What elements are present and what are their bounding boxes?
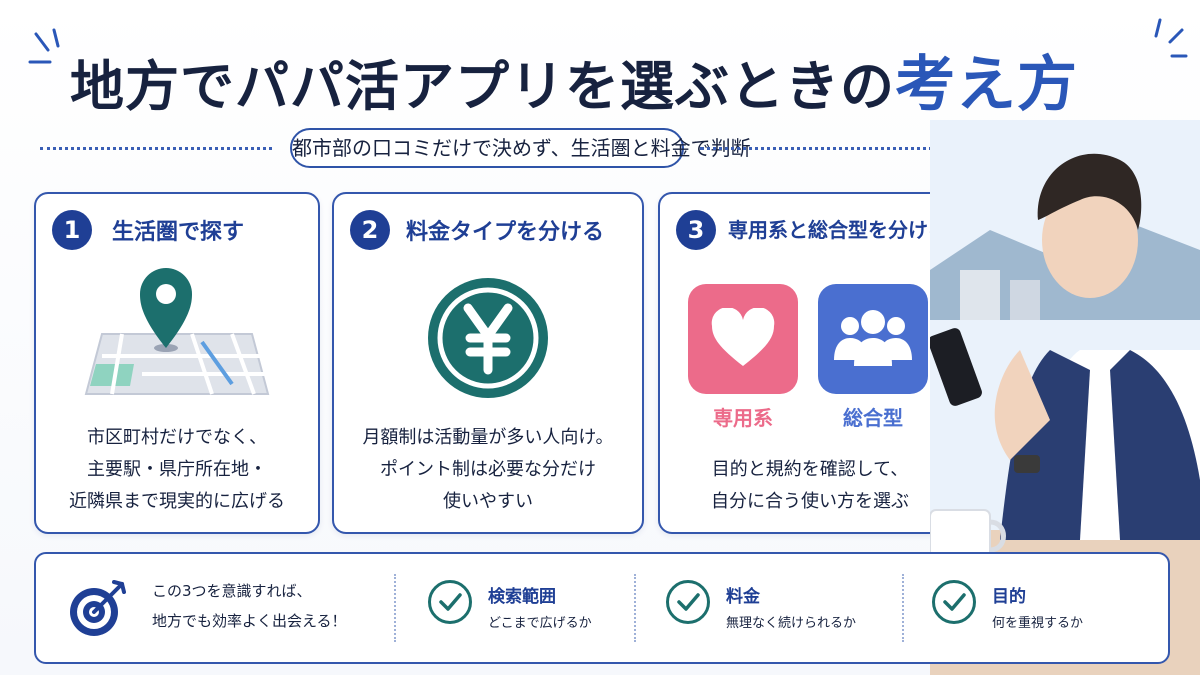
page-title: 地方でパパ活アプリを選ぶときの考え方: [70, 36, 1150, 122]
card-title: 料金タイプを分ける: [406, 220, 605, 245]
summary-item-title: 目的: [992, 587, 1026, 607]
summary-message-line: 地方でも効率よく出会える！: [152, 612, 347, 630]
divider: [394, 574, 396, 642]
summary-item-sub: どこまで広げるか: [488, 616, 592, 631]
card-living-area: 1 生活圏で探す 市区町村だけでなく、 主要駅・県庁所在地・ 近隣県まで現実的に…: [34, 192, 320, 534]
summary-item-title: 検索範囲: [488, 587, 556, 607]
check-icon: [428, 580, 472, 624]
card-number: 1: [52, 210, 92, 250]
check-icon: [932, 580, 976, 624]
subtitle-row: 都市部の口コミだけで決めず、生活圏と料金で判断: [40, 128, 940, 168]
summary-message-line: この3つを意識すれば、: [152, 582, 312, 600]
card-fee-type: 2 料金タイプを分ける 月額制は活動量が多い人向け。 ポイント制は必要な分だけ …: [332, 192, 644, 534]
heart-icon: [711, 308, 775, 366]
card-body: 市区町村だけでなく、 主要駅・県庁所在地・ 近隣県まで現実的に広げる: [36, 422, 318, 518]
summary-item-title: 料金: [726, 587, 760, 607]
body-line: ポイント制は必要な分だけ: [380, 459, 596, 480]
yen-coin-icon: [428, 278, 548, 398]
card-body: 月額制は活動量が多い人向け。 ポイント制は必要な分だけ 使いやすい: [334, 422, 642, 518]
body-line: 市区町村だけでなく、: [87, 427, 267, 448]
dotted-rule-right: [700, 147, 940, 150]
title-accent: 考え方: [895, 50, 1078, 120]
tile-label-dedicated: 専用系: [713, 406, 773, 430]
card-body: 目的と規約を確認して、 自分に合う使い方を選ぶ: [660, 454, 960, 518]
check-icon: [666, 580, 710, 624]
body-line: 月額制は活動量が多い人向け。: [362, 427, 614, 448]
dotted-rule-left: [40, 147, 272, 150]
target-icon: [70, 580, 126, 636]
deco-strokes-left: [28, 28, 60, 64]
card-title: 生活圏で探す: [112, 220, 245, 245]
body-line: 主要駅・県庁所在地・: [87, 459, 267, 480]
divider: [902, 574, 904, 642]
summary-item-sub: 無理なく続けられるか: [726, 616, 857, 631]
map-pin-icon: [84, 268, 270, 395]
body-line: 近隣県まで現実的に広げる: [69, 491, 285, 512]
body-line: 使いやすい: [443, 491, 533, 512]
card-number: 2: [350, 210, 390, 250]
card-number: 3: [676, 210, 716, 250]
summary-item-sub: 何を重視するか: [992, 616, 1084, 631]
deco-strokes-right: [1154, 18, 1188, 58]
body-line: 自分に合う使い方を選ぶ: [711, 491, 909, 512]
subtitle: 都市部の口コミだけで決めず、生活圏と料金で判断: [290, 128, 751, 168]
title-main: 地方でパパ活アプリを選ぶときの: [70, 55, 895, 118]
group-icon: [834, 310, 912, 366]
summary-bar: この3つを意識すれば、 地方でも効率よく出会える！ 検索範囲 どこまで広げるか …: [34, 552, 1170, 664]
card-app-category: 3 専用系と総合型を分ける 専用系 総合型 目的と規約を確認して、 自分に合う使…: [658, 192, 962, 534]
dedicated-tile: [688, 284, 798, 394]
general-tile: [818, 284, 928, 394]
divider: [634, 574, 636, 642]
card-title: 専用系と総合型を分ける: [728, 218, 948, 242]
tile-label-general: 総合型: [843, 406, 903, 430]
body-line: 目的と規約を確認して、: [711, 459, 909, 480]
